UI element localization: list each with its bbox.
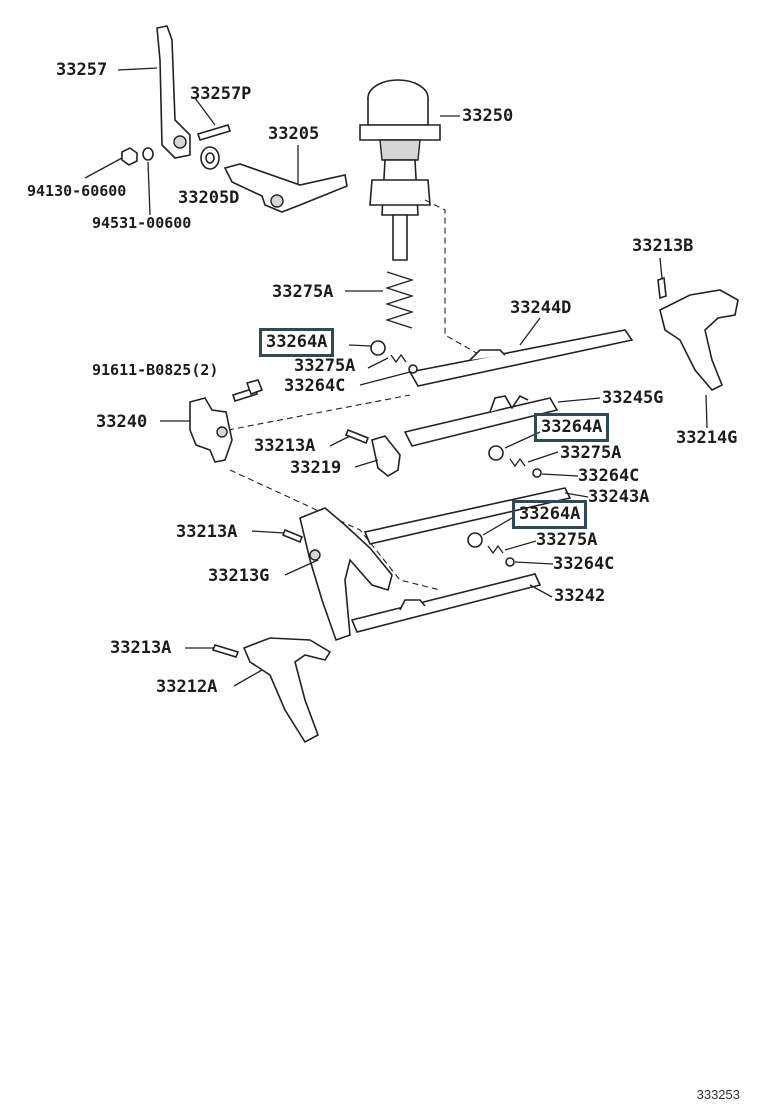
label-33275a-top[interactable]: 33275A bbox=[272, 282, 334, 302]
label-33275a-3[interactable]: 33275A bbox=[536, 530, 598, 550]
spring-part-33275a-top[interactable] bbox=[384, 271, 415, 329]
fork-part-33212a[interactable] bbox=[242, 637, 332, 744]
label-33243a[interactable]: 33243A bbox=[588, 487, 650, 507]
washer-part-94531[interactable] bbox=[142, 147, 154, 161]
pin-part-33213a-3[interactable] bbox=[211, 644, 240, 658]
label-33257p[interactable]: 33257P bbox=[190, 84, 252, 104]
ball-part-33264c-3[interactable] bbox=[505, 557, 515, 567]
figure-number: 333253 bbox=[696, 1087, 740, 1102]
label-94531-00600[interactable]: 94531-00600 bbox=[92, 214, 192, 232]
label-94130-60600[interactable]: 94130-60600 bbox=[27, 182, 127, 200]
shaft-part-33244d[interactable] bbox=[408, 329, 634, 387]
label-33213a-2[interactable]: 33213A bbox=[176, 522, 238, 542]
label-33240[interactable]: 33240 bbox=[96, 412, 148, 432]
label-33257[interactable]: 33257 bbox=[56, 60, 108, 80]
ball-part-33264c-1[interactable] bbox=[408, 364, 418, 374]
bolt-part-91611[interactable] bbox=[231, 379, 264, 403]
label-33212a[interactable]: 33212A bbox=[156, 677, 218, 697]
fork-part-33214g[interactable] bbox=[659, 289, 739, 391]
label-91611-b0825[interactable]: 91611-B0825(2) bbox=[92, 361, 219, 379]
spring-part-33275a-1[interactable] bbox=[390, 353, 407, 364]
label-33213a-3[interactable]: 33213A bbox=[110, 638, 172, 658]
washer-part-33205d[interactable] bbox=[200, 146, 220, 170]
pin-part-33213a-2[interactable] bbox=[281, 528, 304, 544]
label-33213b[interactable]: 33213B bbox=[632, 236, 694, 256]
lever-part-33219[interactable] bbox=[371, 435, 401, 477]
label-33214g[interactable]: 33214G bbox=[676, 428, 738, 448]
plug-part-33264a-1[interactable] bbox=[370, 340, 386, 356]
shift-housing-part-33250[interactable] bbox=[359, 79, 441, 261]
label-33275a-2[interactable]: 33275A bbox=[560, 443, 622, 463]
label-33205d[interactable]: 33205D bbox=[178, 188, 240, 208]
fork-part-33213g[interactable] bbox=[299, 507, 393, 642]
label-33242[interactable]: 33242 bbox=[554, 586, 606, 606]
label-33244d[interactable]: 33244D bbox=[510, 298, 572, 318]
pin-part-33257p[interactable] bbox=[196, 124, 232, 141]
label-33219[interactable]: 33219 bbox=[290, 458, 342, 478]
spring-part-33275a-3[interactable] bbox=[487, 544, 504, 555]
leader-lines bbox=[84, 67, 708, 687]
bolt-part-33213b[interactable] bbox=[657, 276, 667, 300]
label-33275a-1[interactable]: 33275A bbox=[294, 356, 356, 376]
shaft-lever-part-33205[interactable] bbox=[223, 163, 348, 213]
bracket-part-33240[interactable] bbox=[189, 397, 233, 463]
shaft-part-33245g[interactable] bbox=[403, 394, 559, 447]
label-33264c-3[interactable]: 33264C bbox=[553, 554, 615, 574]
shaft-part-33242[interactable] bbox=[350, 573, 542, 633]
label-33264c-2[interactable]: 33264C bbox=[578, 466, 640, 486]
label-33250[interactable]: 33250 bbox=[462, 106, 514, 126]
plug-part-33264a-2[interactable] bbox=[488, 445, 504, 461]
label-33264c-1[interactable]: 33264C bbox=[284, 376, 346, 396]
plug-part-33264a-3[interactable] bbox=[467, 532, 483, 548]
spring-part-33275a-2[interactable] bbox=[509, 457, 526, 468]
label-33264a-highlighted-3[interactable]: 33264A bbox=[512, 500, 588, 529]
label-33213a-1[interactable]: 33213A bbox=[254, 436, 316, 456]
pin-part-33213a-1[interactable] bbox=[344, 428, 370, 445]
nut-part-94130[interactable] bbox=[121, 147, 138, 166]
label-33205[interactable]: 33205 bbox=[268, 124, 320, 144]
label-33213g[interactable]: 33213G bbox=[208, 566, 270, 586]
ball-part-33264c-2[interactable] bbox=[532, 468, 542, 478]
label-33264a-highlighted-2[interactable]: 33264A bbox=[534, 413, 610, 442]
shift-lever-part-33257[interactable] bbox=[156, 25, 191, 159]
label-33245g[interactable]: 33245G bbox=[602, 388, 664, 408]
label-33264a-highlighted-1[interactable]: 33264A bbox=[259, 328, 335, 357]
